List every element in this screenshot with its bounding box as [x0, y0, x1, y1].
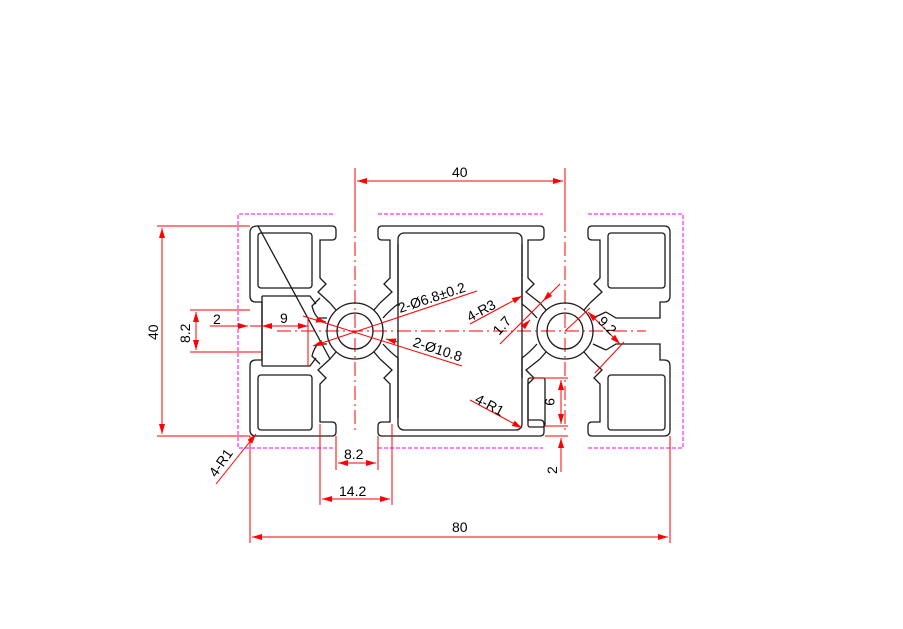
dim-hole-dia: 2-Ø6.8±0.2 — [396, 279, 468, 316]
right-hole — [546, 312, 584, 350]
dim-slot-outer: 14.2 — [339, 483, 366, 499]
dim-wall-2-bottom: 2 — [544, 466, 560, 474]
centerlines — [277, 170, 646, 430]
dim-height: 40 — [145, 324, 161, 340]
dim-wall-2-left: 2 — [213, 311, 221, 327]
dim-depth-9-right: 9 — [542, 398, 558, 406]
dim-hub-dia: 2-Ø10.8 — [411, 334, 464, 365]
left-hole — [336, 312, 374, 350]
envelope-outline — [237, 213, 684, 449]
dim-radius-r1-outer: 4-R1 — [205, 446, 236, 480]
dim-radius-r1-inner: 4-R1 — [473, 391, 507, 419]
dim-slot-width-h: 8.2 — [344, 446, 364, 462]
dim-radius-r3: 4-R3 — [464, 296, 498, 324]
dim-web-1-7: 1.7 — [489, 313, 514, 338]
dim-width: 80 — [452, 519, 468, 535]
dim-slot-width-v: 8.2 — [177, 323, 193, 343]
dim-across-9-2: 9.2 — [595, 313, 620, 338]
dimension-labels: 40 40 8.2 2 9 2-Ø6.8±0.2 4-R3 1.7 9.2 2-… — [145, 164, 620, 535]
dim-depth-9-left: 9 — [280, 310, 288, 326]
dimension-lines — [157, 168, 671, 543]
aluminium-profile — [249, 225, 671, 437]
dim-hole-pitch: 40 — [452, 164, 468, 180]
